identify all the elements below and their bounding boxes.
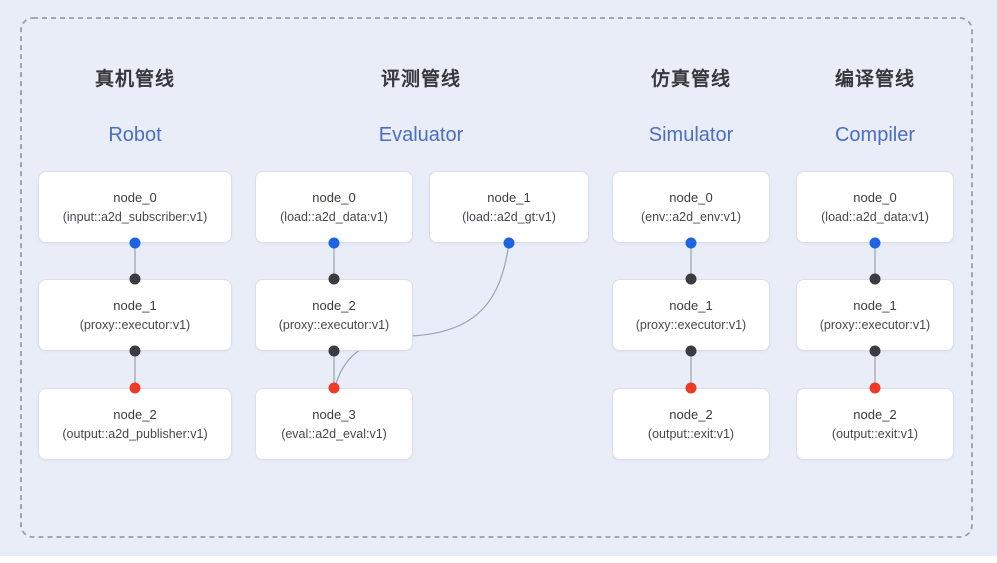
port-dot-black [685, 273, 697, 285]
pipeline-title-en: Evaluator [378, 124, 464, 146]
pipeline-title-cn: 仿真管线 [650, 69, 731, 90]
node-name: node_3 [312, 406, 356, 422]
simulator-node-0: node_0 (env::a2d_env:v1) [612, 171, 770, 243]
node-name: node_0 [853, 189, 897, 205]
port-dot-blue [869, 237, 881, 249]
port-dot-black [129, 345, 141, 357]
node-name: node_1 [487, 189, 531, 205]
node-name: node_1 [113, 297, 157, 313]
robot-node-0: node_0 (input::a2d_subscriber:v1) [38, 171, 232, 243]
node-type: (load::a2d_gt:v1) [462, 209, 556, 224]
pipeline-title-cn: 编译管线 [834, 69, 915, 90]
simulator-node-2: node_2 (output::exit:v1) [612, 388, 770, 460]
header-simulator: 仿真管线 Simulator [581, 64, 801, 147]
node-name: node_1 [669, 297, 713, 313]
port-dot-black [685, 345, 697, 357]
node-name: node_2 [669, 406, 713, 422]
port-dot-black [328, 273, 340, 285]
node-type: (env::a2d_env:v1) [640, 209, 742, 224]
bottom-white-strip [0, 556, 997, 563]
node-type: (load::a2d_data:v1) [821, 209, 929, 224]
node-type: (proxy::executor:v1) [79, 317, 191, 332]
evaluator-node-0: node_0 (load::a2d_data:v1) [255, 171, 413, 243]
port-dot-black [869, 273, 881, 285]
node-type: (load::a2d_data:v1) [280, 209, 388, 224]
node-name: node_0 [312, 189, 356, 205]
compiler-node-2: node_2 (output::exit:v1) [796, 388, 954, 460]
dashed-container-border [20, 17, 973, 538]
pipeline-title-en: Robot [108, 124, 162, 146]
port-dot-red [685, 382, 697, 394]
header-compiler: 编译管线 Compiler [765, 64, 985, 147]
port-dot-black [129, 273, 141, 285]
node-name: node_2 [113, 406, 157, 422]
node-name: node_2 [312, 297, 356, 313]
node-type: (output::exit:v1) [831, 426, 919, 441]
node-name: node_2 [853, 406, 897, 422]
header-evaluator: 评测管线 Evaluator [311, 64, 531, 147]
node-type: (output::a2d_publisher:v1) [62, 426, 208, 441]
evaluator-node-1: node_1 (load::a2d_gt:v1) [429, 171, 589, 243]
header-robot: 真机管线 Robot [25, 64, 245, 147]
node-name: node_0 [669, 189, 713, 205]
node-type: (proxy::executor:v1) [635, 317, 747, 332]
port-dot-blue [328, 237, 340, 249]
node-name: node_0 [113, 189, 157, 205]
evaluator-node-3: node_3 (eval::a2d_eval:v1) [255, 388, 413, 460]
node-type: (input::a2d_subscriber:v1) [62, 209, 208, 224]
port-dot-blue [503, 237, 515, 249]
port-dot-red [328, 382, 340, 394]
compiler-node-0: node_0 (load::a2d_data:v1) [796, 171, 954, 243]
pipeline-title-cn: 评测管线 [380, 69, 461, 90]
robot-node-1: node_1 (proxy::executor:v1) [38, 279, 232, 351]
evaluator-node-2: node_2 (proxy::executor:v1) [255, 279, 413, 351]
node-type: (output::exit:v1) [647, 426, 735, 441]
port-dot-blue [685, 237, 697, 249]
node-name: node_1 [853, 297, 897, 313]
port-dot-red [869, 382, 881, 394]
port-dot-black [869, 345, 881, 357]
node-type: (proxy::executor:v1) [278, 317, 390, 332]
port-dot-blue [129, 237, 141, 249]
pipeline-title-en: Simulator [648, 124, 734, 146]
node-type: (proxy::executor:v1) [819, 317, 931, 332]
simulator-node-1: node_1 (proxy::executor:v1) [612, 279, 770, 351]
node-type: (eval::a2d_eval:v1) [281, 426, 387, 441]
pipeline-title-cn: 真机管线 [94, 69, 175, 90]
compiler-node-1: node_1 (proxy::executor:v1) [796, 279, 954, 351]
robot-node-2: node_2 (output::a2d_publisher:v1) [38, 388, 232, 460]
pipeline-title-en: Compiler [834, 124, 916, 146]
port-dot-black [328, 345, 340, 357]
port-dot-red [129, 382, 141, 394]
